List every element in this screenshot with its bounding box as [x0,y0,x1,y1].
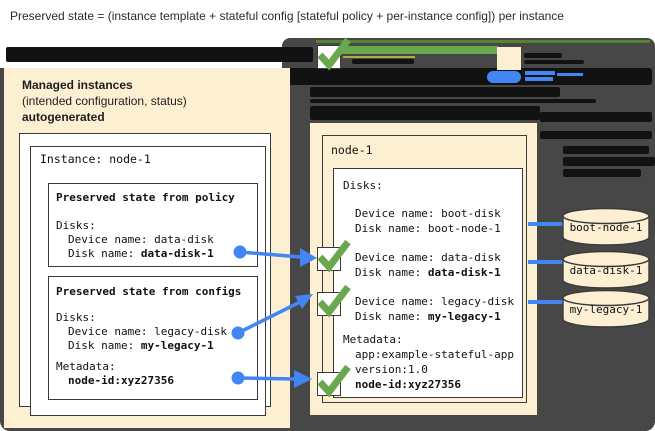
policy-box-title: Preserved state from policy [56,191,235,204]
redaction-bar [310,99,596,103]
blue-connector [528,260,566,264]
vm-metadata-node: node-id:xyz27356 [355,378,461,391]
redaction-bar [352,59,414,64]
redaction-bar [563,169,641,177]
vm-content-box [333,168,523,398]
redaction-bar [524,60,584,64]
checkmark-icon [317,365,351,398]
checkmark-icon [317,285,351,318]
vm-boot-device: Device name: boot-disk [355,207,501,220]
vm-metadata-version: version:1.0 [355,363,428,376]
blue-redacted-text [525,71,555,75]
blue-redacted-text [525,77,553,81]
configs-device-line: Device name: legacy-disk [68,325,227,338]
redaction-bar [310,87,560,97]
disk-label: boot-node-1 [569,221,643,234]
redaction-bar [563,157,655,166]
green-connector-line [316,40,650,43]
disk-label: my-legacy-1 [569,303,643,316]
configs-box-title: Preserved state from configs [56,285,242,298]
blue-connector [528,300,566,304]
disk-label: data-disk-1 [569,264,643,277]
disk-cylinder-icon [562,250,650,289]
redaction-bar [283,68,652,85]
vm-metadata-label: Metadata: [343,333,403,346]
redaction-bar [310,106,540,120]
vm-legacy-disk: Disk name: my-legacy-1 [355,310,501,323]
blue-redacted-text [557,73,583,76]
redaction-bar [540,112,652,122]
policy-device-line: Device name: data-disk [68,233,214,246]
diagram-title: Preserved state = (instance template + s… [10,9,564,23]
redaction-bar [6,47,313,62]
vm-metadata-app: app:example-stateful-app [355,348,514,361]
panel-heading-line3: autogenerated [22,110,105,124]
policy-box [48,183,258,267]
legend-chip [497,47,521,70]
green-arrow [338,46,498,54]
configs-box [48,276,258,400]
vm-data-disk: Disk name: data-disk-1 [355,266,501,279]
redaction-bar [524,53,562,58]
policy-disks-label: Disks: [56,219,96,232]
disk-cylinder-icon [562,207,650,246]
blue-connector [528,222,566,226]
panel-heading-line2: (intended configuration, status) [22,94,187,108]
vm-legacy-device: Device name: legacy-disk [355,295,514,308]
configs-disk-line: Disk name: my-legacy-1 [68,339,214,352]
panel-heading-line1: Managed instances [22,78,133,92]
instance-title: Instance: node-1 [40,152,151,166]
configs-metadata-value: node-id:xyz27356 [68,374,174,387]
redaction-bar [563,146,649,154]
checkmark-icon [317,240,351,273]
green-arrow-underline [343,56,415,58]
policy-disk-line: Disk name: data-disk-1 [68,247,214,260]
checkmark-icon [317,38,351,71]
vm-instance-title: node-1 [331,143,373,157]
vm-disks-label: Disks: [343,179,383,192]
configs-metadata-label: Metadata: [56,360,116,373]
configs-disks-label: Disks: [56,311,96,324]
disk-cylinder-icon [562,289,650,328]
vm-boot-disk: Disk name: boot-node-1 [355,222,501,235]
blue-redacted-text [487,71,521,83]
vm-data-device: Device name: data-disk [355,251,501,264]
redaction-bar [540,131,652,139]
